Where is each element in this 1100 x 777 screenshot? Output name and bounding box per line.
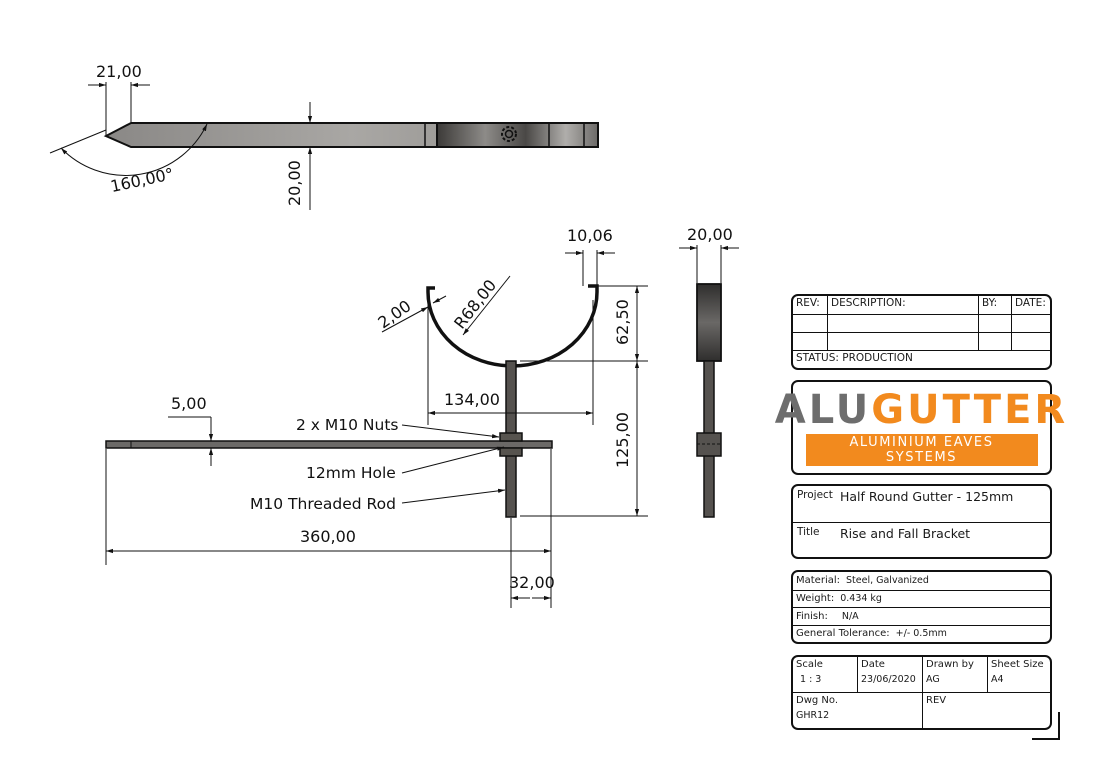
dim-rod-height: 125,00 xyxy=(613,412,632,468)
scale-value: 1 : 3 xyxy=(800,674,822,685)
dwg-no-cell: Dwg No. GHR12 xyxy=(793,692,923,728)
weight-row: Weight: 0.434 kg xyxy=(793,589,1050,608)
finish-row: Finish: N/A xyxy=(793,607,1050,625)
callout-rod: M10 Threaded Rod xyxy=(250,495,396,513)
weight-value: 0.434 kg xyxy=(840,593,882,605)
dim-tip-length: 21,00 xyxy=(96,62,142,81)
company-logo: ALUGUTTER ALUMINIUM EAVES SYSTEMS xyxy=(775,380,1065,475)
description-header: DESCRIPTION: xyxy=(827,296,979,315)
nut-top xyxy=(499,432,523,442)
project-value: Half Round Gutter - 125mm xyxy=(840,489,1014,504)
by-header: BY: xyxy=(978,296,1012,315)
top-view: 21,00 160,00° 20,00 xyxy=(49,62,599,210)
dim-gutter-height: 62,50 xyxy=(613,299,632,345)
title-row: Title Rise and Fall Bracket xyxy=(793,521,1050,558)
top-view-clip xyxy=(436,122,599,148)
dim-gutter-width: 134,00 xyxy=(444,390,500,409)
mounting-bar xyxy=(105,440,553,449)
callout-hole: 12mm Hole xyxy=(306,464,396,482)
dim-bar-thickness: 5,00 xyxy=(171,394,207,413)
material-row: Material: Steel, Galvanized xyxy=(796,575,929,587)
dim-angle: 160,00° xyxy=(109,164,176,196)
sheet-size-value: A4 xyxy=(991,674,1004,685)
sheet-size-cell: Sheet Size A4 xyxy=(987,657,1050,693)
date-value: 23/06/2020 xyxy=(861,674,916,685)
revision-table: REV: DESCRIPTION: BY: DATE: STATUS: PROD… xyxy=(791,294,1052,370)
dim-lip: 10,06 xyxy=(567,226,613,245)
finish-value: N/A xyxy=(841,610,859,622)
material-value: Steel, Galvanized xyxy=(846,575,929,587)
tolerance-value: +/- 0.5mm xyxy=(895,628,947,640)
side-view: 20,00 xyxy=(679,225,739,518)
drawn-by-value: AG xyxy=(926,674,940,685)
date-header: DATE: xyxy=(1011,296,1050,315)
logo-gutter: GUTTER xyxy=(871,386,1069,433)
dim-side-width: 20,00 xyxy=(687,225,733,244)
gutter-bowl xyxy=(426,284,599,368)
rev-cell: REV xyxy=(922,692,1050,728)
logo-alu: ALU xyxy=(774,386,872,433)
project-title-block: Project Half Round Gutter - 125mm Title … xyxy=(791,484,1052,559)
callout-nuts: 2 x M10 Nuts xyxy=(296,416,398,434)
sheet-corner-mark xyxy=(1032,712,1060,740)
title-value: Rise and Fall Bracket xyxy=(840,525,971,541)
project-label: Project xyxy=(797,489,833,501)
dim-wall: 2,00 xyxy=(374,296,414,332)
drawing-info-block: Scale 1 : 3 Date 23/06/2020 Drawn by AG … xyxy=(791,655,1052,730)
dwg-no-value: GHR12 xyxy=(796,710,830,721)
logo-wordmark: ALUGUTTER xyxy=(775,390,1068,430)
drawn-by-cell: Drawn by AG xyxy=(922,657,988,693)
revision-row xyxy=(793,313,1050,333)
status-label: STATUS: PRODUCTION xyxy=(793,349,1050,368)
dim-thickness: 20,00 xyxy=(285,160,304,206)
date-cell: Date 23/06/2020 xyxy=(857,657,923,693)
revision-row xyxy=(793,331,1050,351)
dim-radius: R68,00 xyxy=(450,276,500,333)
front-view: 10,06 R68,00 2,00 62,50 134,00 125,00 5,… xyxy=(105,226,648,608)
dim-end-offset: 32,00 xyxy=(509,573,555,592)
title-label: Title xyxy=(797,525,820,538)
scale-cell: Scale 1 : 3 xyxy=(793,657,858,693)
rev-header: REV: xyxy=(793,296,828,315)
logo-tagline: ALUMINIUM EAVES SYSTEMS xyxy=(805,433,1038,466)
tolerance-row: General Tolerance: +/- 0.5mm xyxy=(793,624,1050,643)
properties-block: Material: Steel, Galvanized Weight: 0.43… xyxy=(791,570,1052,644)
project-row: Project Half Round Gutter - 125mm xyxy=(793,486,1050,522)
side-view-clip xyxy=(696,283,722,362)
dim-total-length: 360,00 xyxy=(300,527,356,546)
nut-bottom xyxy=(499,447,523,457)
bolt-hole-icon xyxy=(501,126,517,142)
